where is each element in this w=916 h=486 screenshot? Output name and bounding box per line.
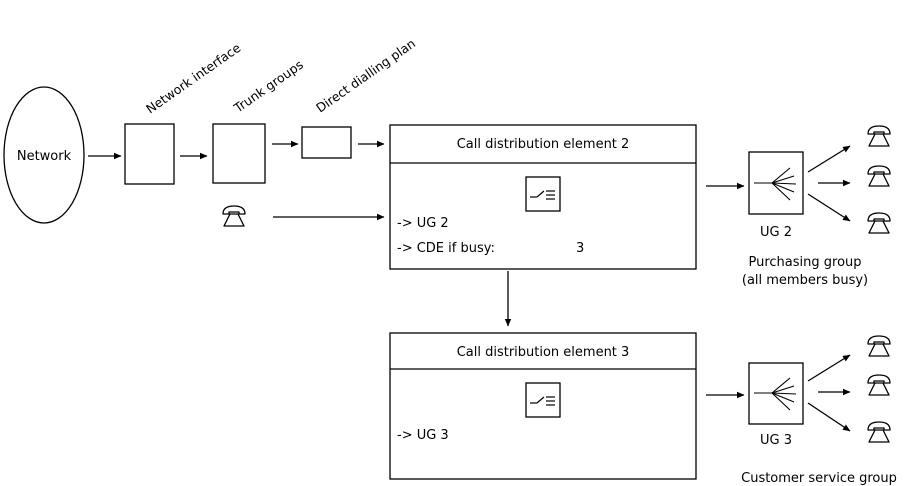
direct-dialling-plan-label: Direct dialling plan [313,36,418,116]
call-distribution-element-3: Call distribution element 3 -> UG 3 [389,332,697,480]
ug3-label: UG 3 [760,433,792,448]
cde3-target-line: -> UG 3 [397,428,449,443]
ug3-group-name: Customer service group [741,471,897,486]
fan-out-distributor-icon [754,167,797,201]
ug2-label: UG 2 [760,225,792,240]
ug3-distributor: UG 3 Customer service group [741,362,897,486]
trunk-groups-node: Trunk groups [212,57,306,184]
cde3-title: Call distribution element 3 [457,345,630,360]
fan-out-distributor-icon [754,377,797,411]
cde2-busy-value: 3 [576,241,584,256]
arrow-ug3-to-phone-1 [807,354,851,382]
telephone-icon [867,374,891,396]
network-interface-label: Network interface [143,40,244,117]
ug2-group-name: Purchasing group [748,255,861,270]
telephone-icon [867,212,891,234]
network-node: Network [3,86,85,224]
cde2-title: Call distribution element 2 [457,137,630,152]
telephone-icon [867,125,891,147]
ug2-group-status: (all members busy) [742,273,868,288]
telephone-icon [867,165,891,187]
switch-icon [525,382,561,418]
arrow-ug3-to-phone-3 [807,402,851,432]
ug2-distributor: UG 2 Purchasing group (all members busy) [742,151,868,288]
switch-icon [525,176,561,212]
telephone-icon [222,205,246,227]
arrow-ug2-to-phone-3 [807,193,851,222]
call-distribution-element-2: Call distribution element 2 -> UG 2 -> C… [389,124,697,270]
cde2-busy-line: -> CDE if busy: [397,241,495,256]
arrow-ug2-to-phone-1 [807,145,851,173]
trunk-groups-label: Trunk groups [230,57,306,116]
telephone-icon [867,421,891,443]
telephone-icon [867,335,891,357]
network-label: Network [17,149,72,164]
cde2-target-line: -> UG 2 [397,216,449,231]
